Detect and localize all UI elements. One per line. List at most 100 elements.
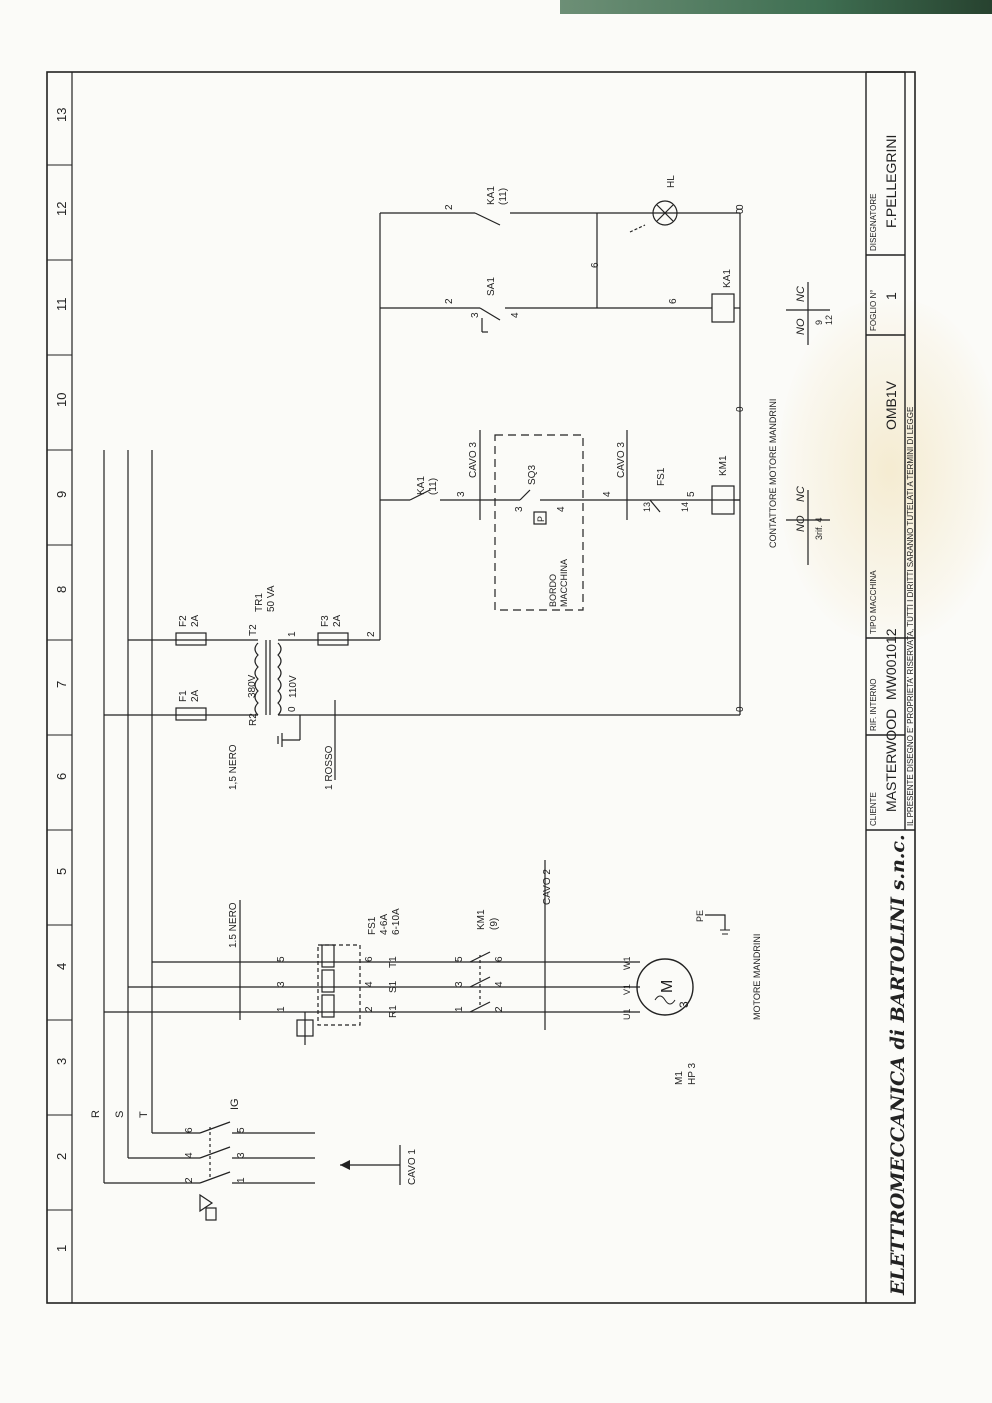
r2-label: R2	[248, 713, 259, 726]
ka1-coil-label: KA1	[722, 269, 733, 288]
macchina-label: MACCHINA	[559, 559, 569, 607]
grid-number-6: 6	[54, 773, 69, 780]
motor-circle	[636, 958, 694, 1016]
fs1-range: 4-6A	[379, 914, 390, 935]
cavo-3-b: CAVO 3	[616, 442, 627, 478]
motor-ground-wire	[705, 914, 726, 930]
table2-value-12: 12	[824, 315, 834, 325]
fs1-output-t1: T1	[388, 956, 399, 968]
tipo-macchina-value: OMB1V	[883, 380, 899, 430]
node-4b: 4	[602, 491, 613, 497]
fs1-in-1: 1	[276, 1006, 287, 1012]
phase-s-label: S	[114, 1111, 126, 1118]
sa1-term-2: 2	[444, 298, 455, 304]
node-3b: 3	[514, 506, 525, 512]
tr1-va: 50 VA	[266, 585, 277, 612]
motor-terminal-v1: V1	[622, 984, 632, 995]
main-switch-label: IG	[229, 1098, 241, 1110]
pressure-symbol: P	[536, 516, 546, 522]
cavo-1-label: CAVO 1	[407, 1149, 418, 1185]
foglio-value: 1	[883, 292, 899, 300]
grid-ruler: 1 2 3 4 5 6 7 8 9 10 11 12 13	[47, 108, 72, 1252]
km1-in-3: 3	[454, 981, 465, 987]
grid-number-5: 5	[54, 868, 69, 875]
f1-label: F1	[178, 690, 189, 702]
wire-nero-label: 1.5 NERO	[228, 902, 239, 948]
km1-coil-label: KM1	[718, 455, 729, 476]
wire-nero-tr-label: 1,5 NERO	[228, 744, 239, 790]
table1-value: 3rif. 4	[814, 517, 824, 540]
scan-edge-strip	[560, 0, 992, 14]
paper-stain	[780, 300, 992, 640]
grid-number-2: 2	[54, 1153, 69, 1160]
fs1-out-6: 6	[364, 956, 375, 962]
switch-term-2: 2	[184, 1177, 195, 1183]
ka1-a-label: KA1	[416, 476, 427, 495]
grid-number-10: 10	[54, 393, 69, 407]
km1-out-4: 4	[494, 981, 505, 987]
t2-label: T2	[248, 624, 259, 636]
motor-symbol: M	[659, 980, 676, 993]
sa1-term-3: 3	[470, 312, 481, 318]
motor-power: HP 3	[687, 1063, 698, 1085]
node-5: 5	[686, 491, 697, 497]
f3-label: F3	[320, 615, 331, 627]
designer-label: DISEGNATORE	[869, 194, 878, 252]
km1-out-6: 6	[494, 956, 505, 962]
output-2: 2	[366, 631, 377, 637]
switch-term-5: 5	[236, 1127, 247, 1133]
secondary-1: 1	[287, 631, 298, 637]
km1-in-1: 1	[454, 1006, 465, 1012]
grid-number-9: 9	[54, 491, 69, 498]
fs1-label: FS1	[367, 916, 378, 935]
fs1-output-s1: S1	[388, 980, 399, 993]
phase-t-label: T	[138, 1111, 150, 1118]
table2-value-9: 9	[814, 320, 824, 325]
sa1-term-4: 4	[510, 312, 521, 318]
motor-name: MOTORE MANDRINI	[752, 934, 762, 1020]
phase-r-label: R	[90, 1110, 102, 1118]
node-3a: 3	[456, 491, 467, 497]
main-switch-ig	[103, 450, 401, 1221]
switch-term-3: 3	[236, 1152, 247, 1158]
fs1-in-5: 5	[276, 956, 287, 962]
motor-sine-icon	[654, 995, 676, 1005]
bordo-label: BORDO	[548, 574, 558, 607]
f1-rating: 2A	[190, 689, 201, 702]
node-0a: 0	[735, 406, 746, 412]
control-circuit	[380, 200, 830, 715]
node-4a: 4	[556, 506, 567, 512]
primary-voltage: 380V	[247, 674, 258, 698]
foglio-label: FOGLIO N°	[869, 290, 878, 331]
grid-number-7: 7	[54, 681, 69, 688]
copyright-notice: IL PRESENTE DISEGNO E' PROPRIETA' RISERV…	[906, 407, 915, 826]
switch-term-6: 6	[184, 1127, 195, 1133]
fs1-in-3: 3	[276, 981, 287, 987]
transformer-circuit	[104, 213, 740, 780]
ka1-a-ref: (11)	[428, 478, 439, 495]
node-13: 13	[642, 502, 652, 512]
grid-number-11: 11	[54, 298, 69, 312]
ka1-coil-node-6: 6	[668, 298, 679, 304]
motor-ground-label: PE	[695, 910, 705, 922]
ka1-b-node-2: 2	[444, 204, 455, 210]
contattore-title: CONTATTORE MOTORE MANDRINI	[768, 399, 778, 548]
hl-label: HL	[666, 175, 677, 188]
grid-number-4: 4	[54, 963, 69, 970]
grid-number-12: 12	[54, 202, 69, 216]
km1-label: KM1	[476, 909, 487, 930]
table2-nc: NC	[795, 286, 807, 302]
rif-interno-label: RIF. INTERNO	[869, 679, 878, 731]
cliente-label: CLIENTE	[869, 792, 878, 826]
hl-node-0: 0	[735, 208, 746, 214]
cavo-3-a: CAVO 3	[468, 442, 479, 478]
node-6: 6	[590, 262, 601, 268]
f2-label: F2	[178, 615, 189, 627]
f3-rating: 2A	[332, 614, 343, 627]
node-14: 14	[680, 502, 690, 512]
sa1-label: SA1	[486, 277, 497, 296]
cliente-value: MASTERWOOD	[883, 709, 899, 812]
fs1-output-r1: R1	[388, 1005, 399, 1018]
